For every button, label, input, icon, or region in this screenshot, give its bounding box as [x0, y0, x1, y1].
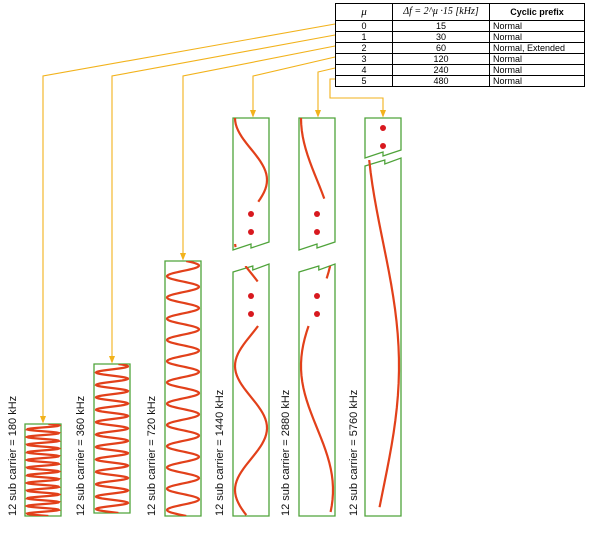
connector-arrow: [329, 78, 387, 118]
subcarrier-wave: [299, 118, 326, 199]
resource-blocks: [24, 117, 402, 517]
connector-arrow: [39, 23, 336, 424]
subcarrier-wave: [244, 266, 259, 283]
connector-arrow: [108, 34, 336, 364]
subcarrier-wave: [325, 266, 332, 279]
block-border: [93, 363, 131, 514]
block-label: 12 sub carrier = 180 kHz: [7, 396, 19, 516]
cell-cp: Normal: [489, 75, 585, 87]
block-border: [232, 263, 270, 517]
ellipsis-dot: [248, 211, 254, 217]
ellipsis-dot: [314, 211, 320, 217]
block-border: [364, 117, 402, 159]
ellipsis-dot: [314, 229, 320, 235]
block-label: 12 sub carrier = 720 kHz: [146, 396, 158, 516]
ellipsis-dot: [314, 293, 320, 299]
block-label: 12 sub carrier = 1440 kHz: [214, 390, 226, 516]
ellipsis-dot: [248, 229, 254, 235]
connector-arrow: [314, 67, 336, 118]
connector-arrow: [249, 56, 336, 118]
block-label: 12 sub carrier = 360 kHz: [75, 396, 87, 516]
subcarrier-wave: [165, 261, 201, 516]
subcarrier-wave: [233, 118, 269, 203]
resource-block: [164, 260, 202, 517]
block-border: [298, 117, 336, 251]
ellipsis-dot: [380, 125, 386, 131]
resource-block: [24, 423, 62, 517]
ellipsis-dot: [314, 311, 320, 317]
resource-block: [93, 363, 131, 514]
block-border: [364, 157, 402, 517]
subcarrier-wave: [25, 424, 61, 516]
subcarrier-wave: [233, 325, 269, 516]
resource-block: [298, 117, 336, 517]
resource-block: [232, 117, 270, 517]
table-header-row: μ Δf = 2^μ ·15 [kHz] Cyclic prefix: [335, 3, 585, 21]
resource-block: [364, 117, 402, 517]
connector-arrows: [39, 23, 387, 424]
subcarrier-wave: [299, 325, 335, 513]
block-label: 12 sub carrier = 2880 kHz: [280, 390, 292, 516]
ellipsis-dot: [248, 293, 254, 299]
connector-arrow: [179, 45, 336, 261]
ellipsis-dot: [248, 311, 254, 317]
subcarrier-wave: [368, 160, 401, 508]
block-border: [232, 117, 270, 251]
ellipsis-dot: [380, 143, 386, 149]
block-label: 12 sub carrier = 5760 kHz: [348, 390, 360, 516]
subcarrier-wave: [94, 364, 130, 513]
block-border: [298, 263, 336, 517]
block-labels: 12 sub carrier = 180 kHz 12 sub carrier =…: [7, 390, 360, 516]
